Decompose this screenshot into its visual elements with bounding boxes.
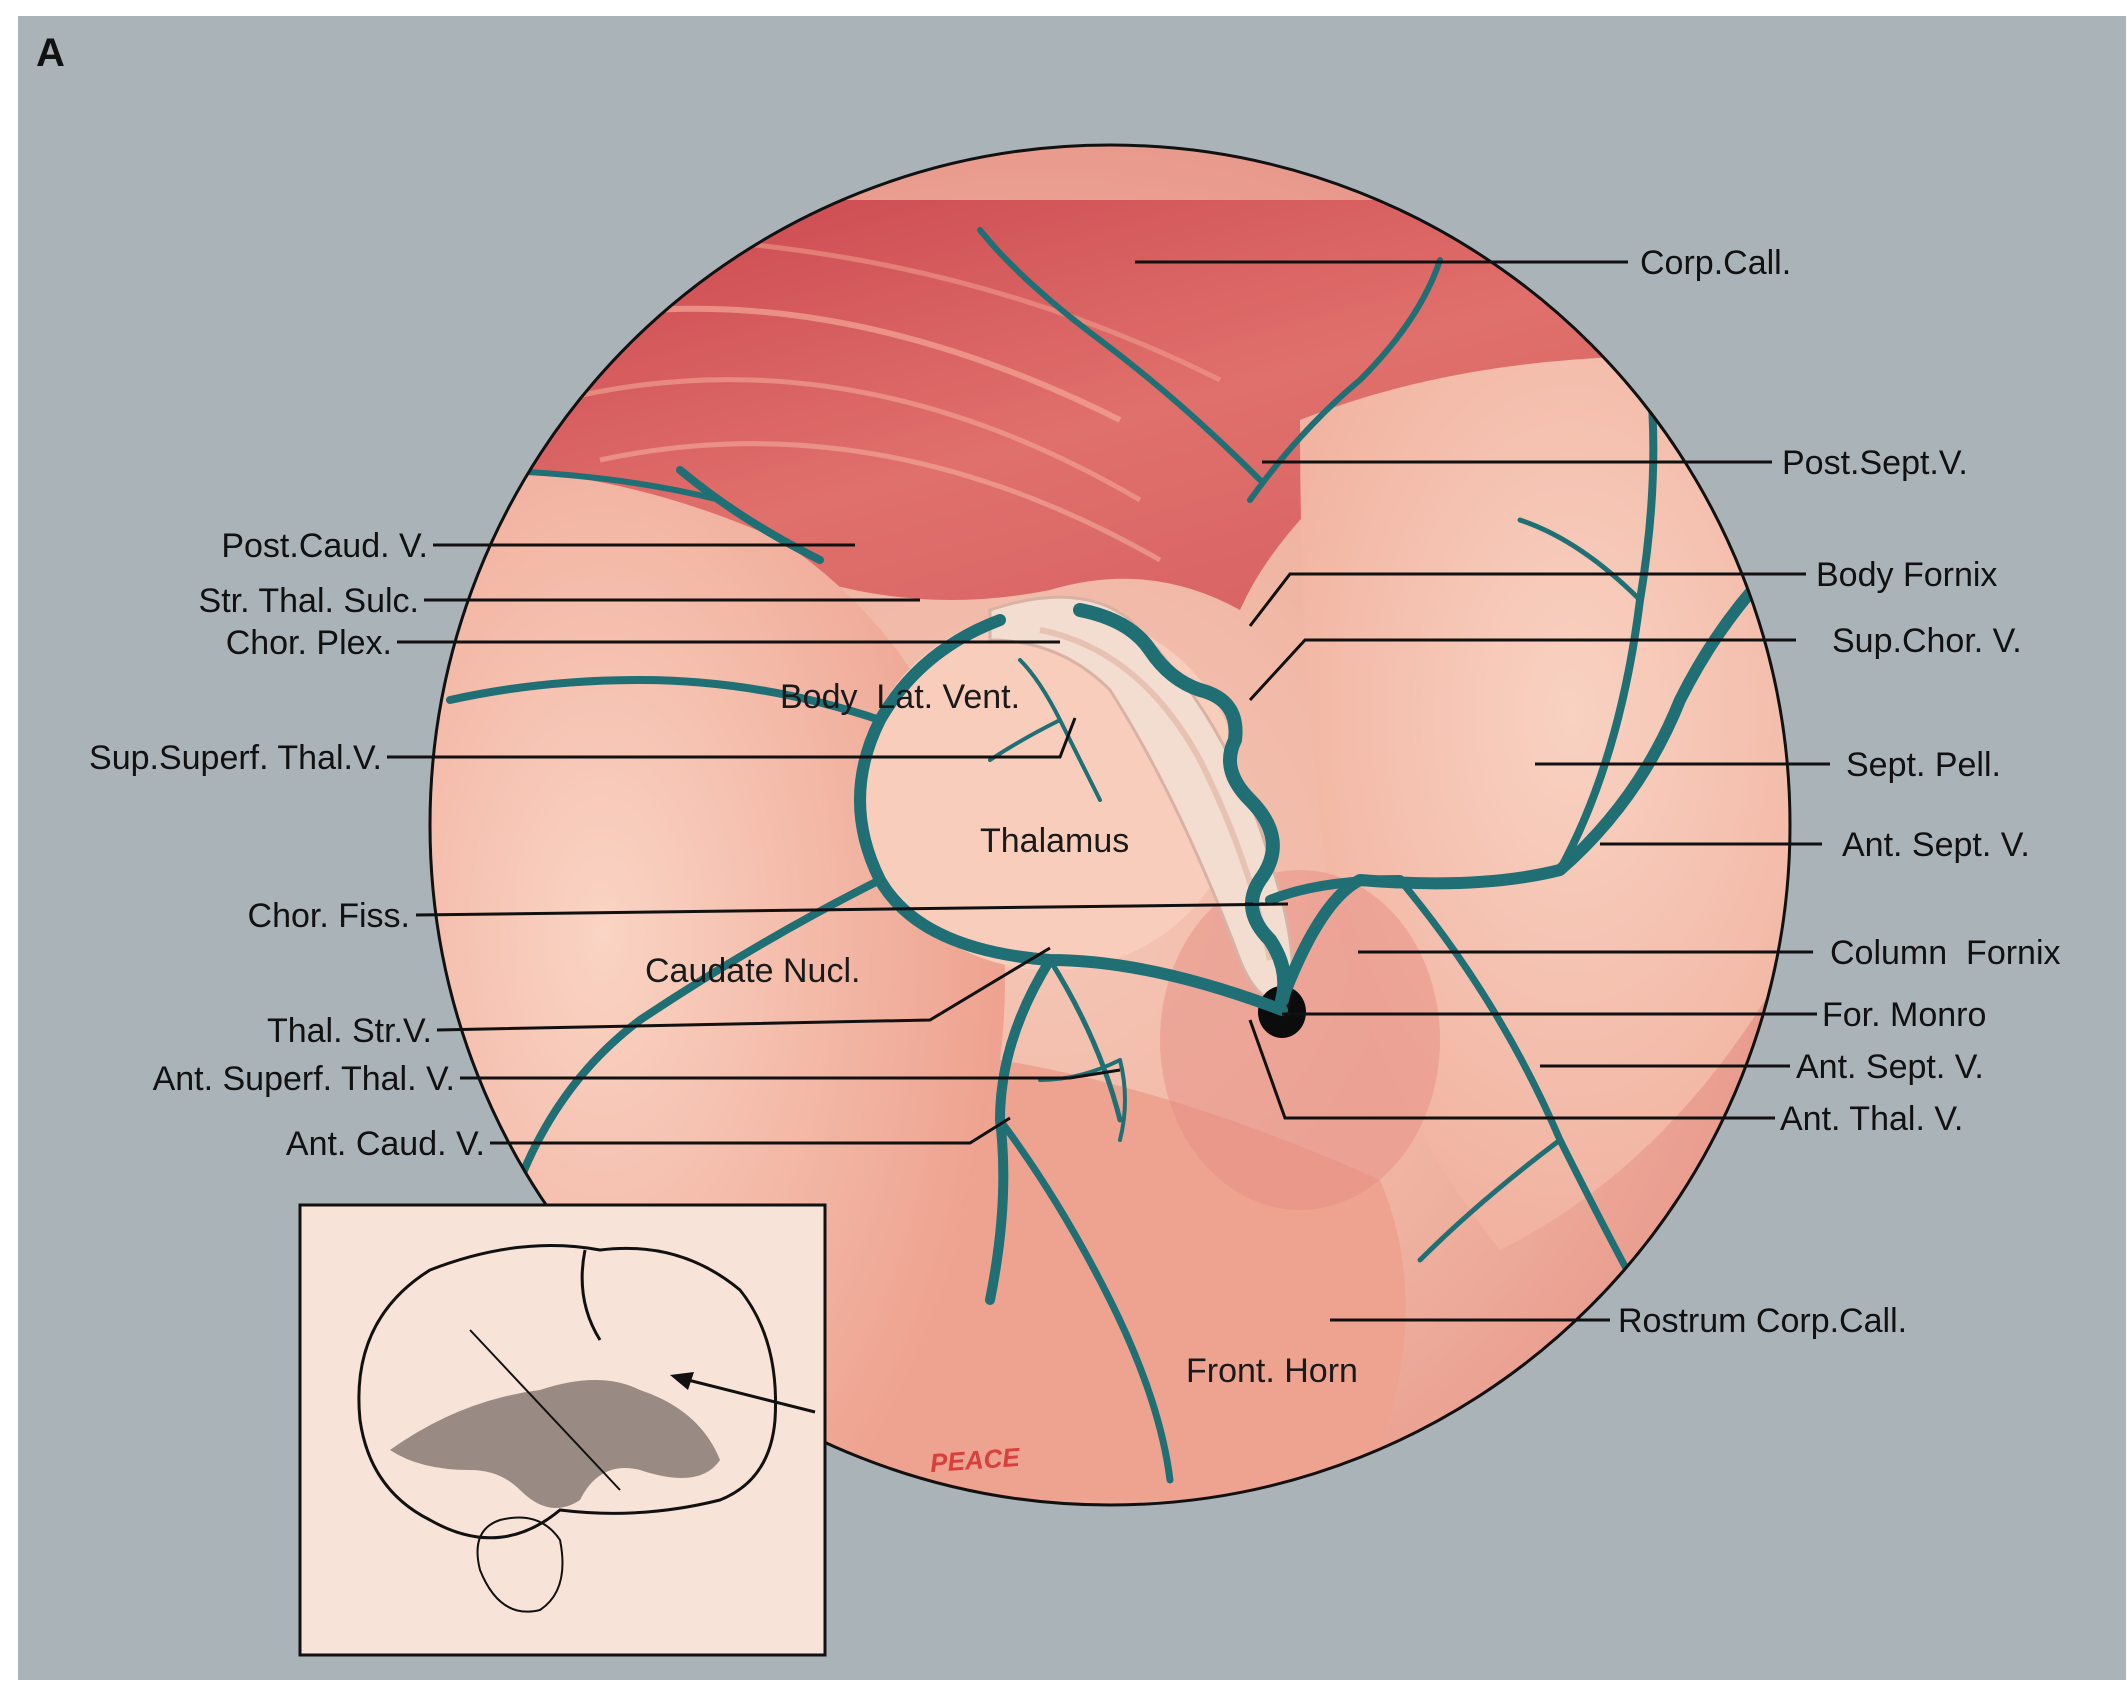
label-thalamus: Thalamus [980,822,1129,860]
label-sup-chor-v: Sup.Chor. V. [1832,622,2022,660]
label-ant-superf-thal-v: Ant. Superf. Thal. V. [153,1060,455,1098]
label-ant-sept-v: Ant. Sept. V. [1842,826,2030,864]
inset-pointer-arrow [679,1376,816,1414]
inset-brain-outline [357,1244,778,1540]
label-body-lat-vent: Body Lat. Vent. [780,678,1020,716]
label-thal-str-v: Thal. Str.V. [267,1012,432,1050]
labels-left: Post.Caud. V. Str. Thal. Sulc. Chor. Ple… [89,527,485,1163]
label-chor-plex: Chor. Plex. [226,624,392,662]
panel-letter: A [36,31,65,75]
label-sup-superf-thal-v: Sup.Superf. Thal.V. [89,739,382,777]
label-ant-sept-v-lower: Ant. Sept. V. [1796,1048,1984,1086]
label-sept-pell: Sept. Pell. [1846,746,2001,784]
artist-signature: PEACE [929,1442,1021,1478]
label-ant-caud-v: Ant. Caud. V. [286,1125,485,1163]
label-chor-fiss: Chor. Fiss. [248,897,410,935]
label-corp-call: Corp.Call. [1640,244,1791,282]
inset-orientation-drawing [298,1203,827,1657]
label-column-fornix: Column Fornix [1830,934,2061,972]
label-body-fornix: Body Fornix [1816,556,1997,594]
labels-inside: Body Lat. Vent. Thalamus Caudate Nucl. F… [645,678,1358,1390]
corpus-callosum-roof [430,200,1790,610]
vein-network [446,227,1786,1484]
label-for-monro: For. Monro [1822,996,1986,1034]
label-rostrum-corp-call: Rostrum Corp.Call. [1618,1302,1907,1340]
label-post-caud-v: Post.Caud. V. [221,527,428,565]
leader-lines [387,260,1830,1322]
label-caudate-nucl: Caudate Nucl. [645,952,860,990]
label-ant-thal-v: Ant. Thal. V. [1780,1100,1963,1138]
label-str-thal-sulc: Str. Thal. Sulc. [199,582,419,620]
labels-right: Corp.Call. Post.Sept.V. Body Fornix Sup.… [1618,244,2061,1340]
label-front-horn: Front. Horn [1186,1352,1358,1390]
label-post-sept-v: Post.Sept.V. [1782,444,1968,482]
inset-ventricle-shading [390,1380,720,1508]
